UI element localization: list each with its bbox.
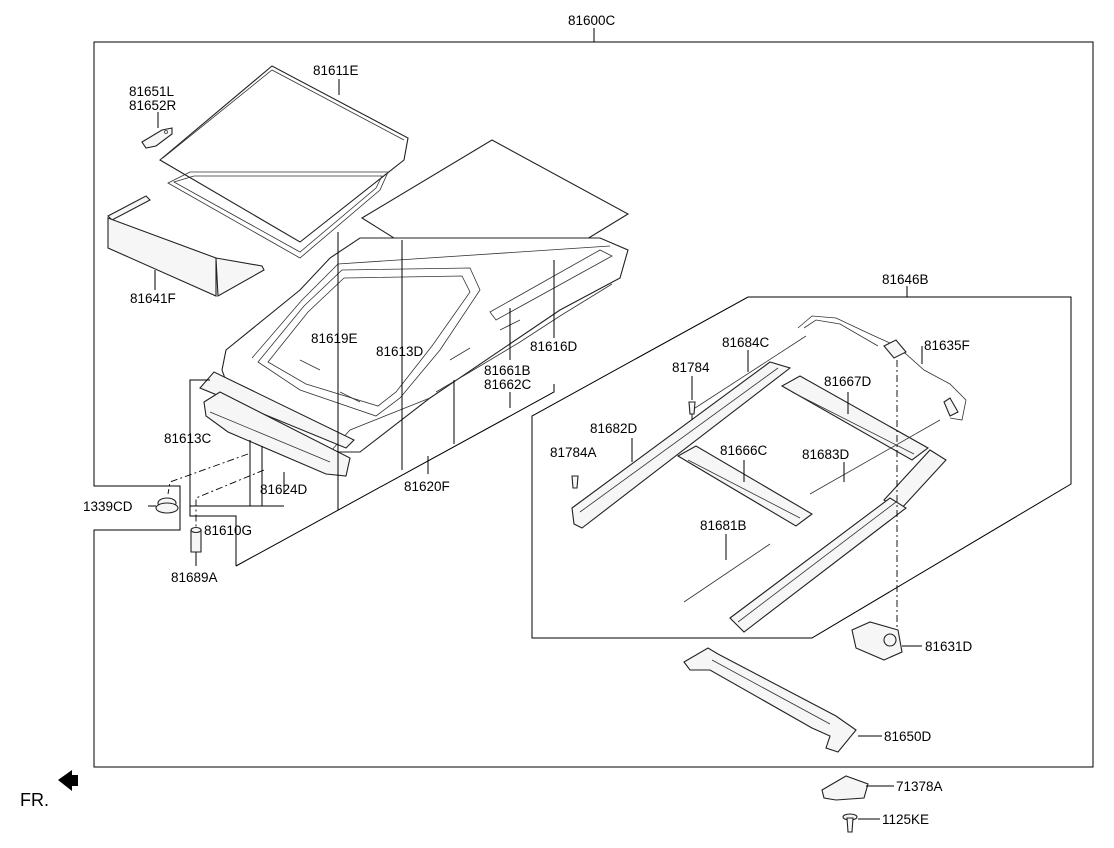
- label-guide-front[interactable]: 81666C: [720, 443, 768, 458]
- bolt-part: [842, 813, 858, 833]
- label-screw-a[interactable]: 81784: [672, 360, 710, 375]
- rear-glass-panel: [159, 65, 409, 259]
- label-seal-front[interactable]: 81613C: [164, 431, 212, 446]
- lower-rail: [683, 497, 907, 633]
- label-sub-assembly[interactable]: 81610G: [204, 523, 252, 538]
- clip-part: [821, 775, 869, 801]
- drain-hose: [190, 526, 202, 553]
- label-drain-front[interactable]: 81624D: [260, 482, 308, 497]
- label-bracket-r[interactable]: 81652R: [129, 98, 177, 113]
- label-frame-assembly[interactable]: 81620F: [404, 479, 450, 494]
- label-bracket-front[interactable]: 81650D: [884, 729, 932, 744]
- nut-part: [155, 497, 179, 514]
- label-motor[interactable]: 81631D: [925, 639, 973, 654]
- glass-bracket: [141, 127, 173, 149]
- label-screw-b[interactable]: 81784A: [550, 445, 597, 460]
- front-direction-arrow-icon: [58, 770, 78, 791]
- label-bracket-l[interactable]: 81651L: [129, 84, 175, 99]
- sunroof-motor: [851, 621, 903, 661]
- label-rail-right[interactable]: 81683D: [802, 447, 850, 462]
- drive-cable: [691, 335, 807, 411]
- label-seal-b[interactable]: 81662C: [484, 377, 532, 392]
- label-seal-a[interactable]: 81661B: [484, 363, 531, 378]
- roof-frame: [221, 237, 629, 453]
- label-nut[interactable]: 1339CD: [83, 499, 133, 514]
- label-drain-hose[interactable]: 81689A: [171, 570, 218, 585]
- front-seal-strip: [199, 371, 355, 477]
- sunshade: [107, 195, 265, 297]
- left-rail: [571, 361, 792, 529]
- label-guide-rear[interactable]: 81667D: [824, 374, 872, 389]
- label-cable-assy[interactable]: 81635F: [924, 338, 970, 353]
- label-rail-lower[interactable]: 81681B: [700, 518, 747, 533]
- label-mechanism[interactable]: 81646B: [882, 272, 929, 287]
- label-deflector-strip[interactable]: 81613D: [376, 344, 424, 359]
- label-rail-left[interactable]: 81682D: [590, 421, 638, 436]
- screw-part: [688, 401, 696, 415]
- label-clip[interactable]: 71378A: [896, 779, 943, 794]
- rear-guide-frame: [780, 375, 930, 461]
- front-bracket: [683, 647, 857, 753]
- label-sunshade[interactable]: 81641F: [130, 291, 176, 306]
- label-glass-front[interactable]: 81616D: [530, 339, 578, 354]
- label-cable[interactable]: 81684C: [722, 335, 770, 350]
- assembly-frame: [93, 41, 1094, 768]
- front-guide-frame: [676, 445, 813, 527]
- cable-assembly: [797, 315, 967, 421]
- screw-part-a: [571, 475, 579, 489]
- mechanism-frame: [531, 296, 1072, 639]
- label-assembly[interactable]: 81600C: [568, 13, 616, 28]
- front-indicator-label: FR.: [20, 790, 49, 810]
- label-bolt[interactable]: 1125KE: [882, 812, 929, 827]
- label-glass-rear[interactable]: 81611E: [313, 63, 359, 78]
- label-weather-strip[interactable]: 81619E: [311, 331, 358, 346]
